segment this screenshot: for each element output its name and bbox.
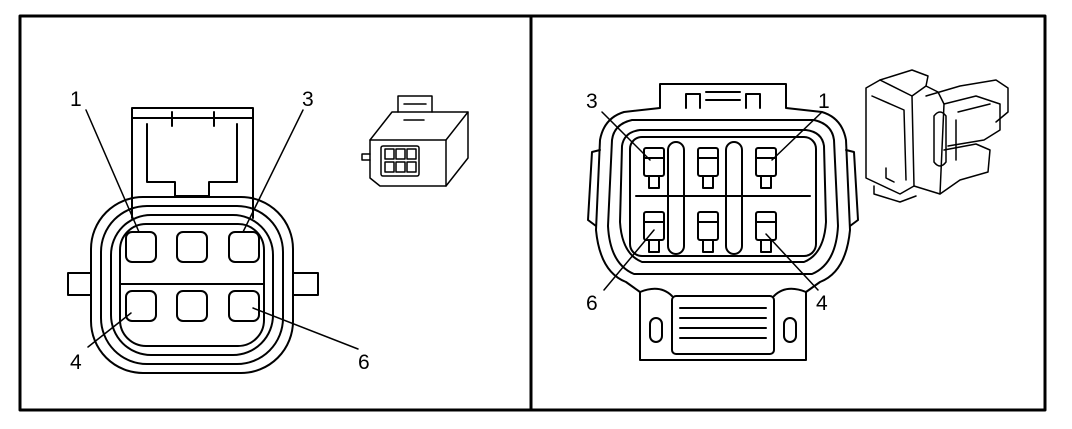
left-cavity-6	[228, 290, 260, 322]
connector-thumbnail-icon	[865, 69, 1009, 203]
connector-thumbnail-icon	[361, 95, 469, 187]
left-pin-cavities	[125, 231, 260, 322]
right-connector-body	[587, 83, 859, 361]
right-terminal-5	[697, 211, 719, 253]
right-panel: 3 1 6 4	[586, 69, 1009, 361]
right-pin-label-4: 4	[816, 292, 828, 315]
right-terminal-3	[643, 147, 665, 189]
left-pin-label-6: 6	[358, 351, 370, 374]
left-cavity-2	[176, 231, 208, 263]
left-leader-lines	[85, 109, 359, 350]
right-terminal-1	[755, 147, 777, 189]
right-leader-lines	[601, 111, 823, 291]
left-cavity-3	[228, 231, 260, 263]
right-terminal-4	[755, 211, 777, 253]
left-cavity-5	[176, 290, 208, 322]
left-pin-label-3: 3	[302, 88, 314, 111]
left-panel: 1 3 4 6	[67, 88, 469, 374]
right-terminal-2	[697, 147, 719, 189]
right-pin-label-3: 3	[586, 90, 598, 113]
left-pin-label-1: 1	[70, 88, 82, 111]
left-connector-latch	[131, 107, 254, 219]
left-pin-label-4: 4	[70, 351, 82, 374]
left-connector-body	[67, 196, 319, 374]
right-pin-label-6: 6	[586, 292, 598, 315]
right-pin-label-1: 1	[818, 90, 830, 113]
right-terminal-cavities	[635, 141, 811, 255]
left-cavity-4	[125, 290, 157, 322]
left-cavity-1	[125, 231, 157, 263]
right-terminal-6	[643, 211, 665, 253]
